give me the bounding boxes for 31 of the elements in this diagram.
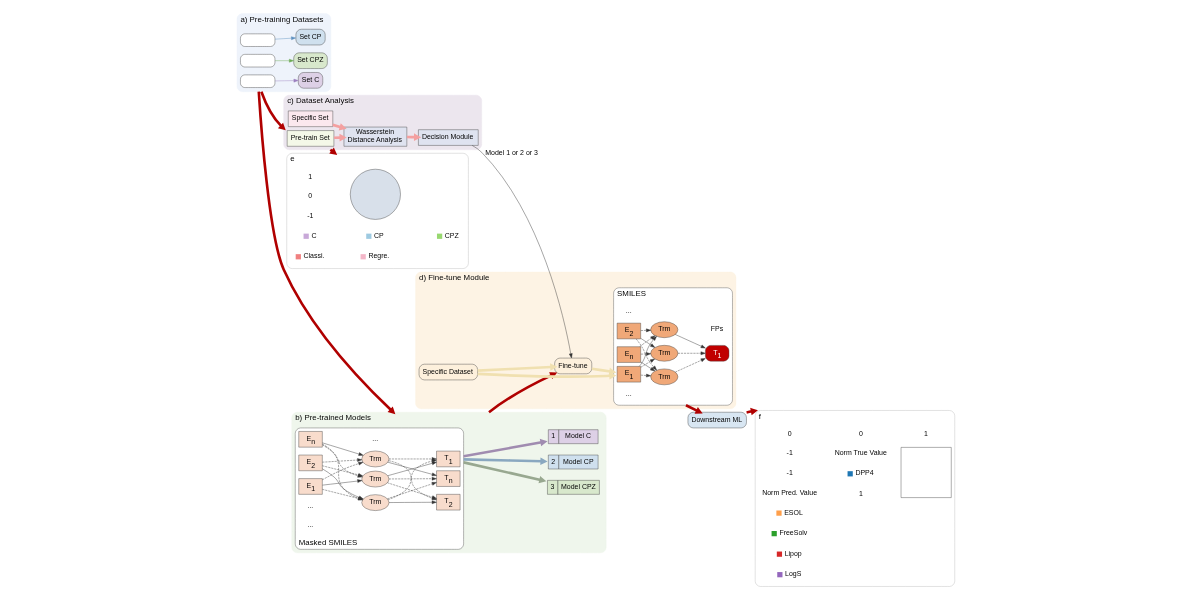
arrow [274, 36, 296, 40]
arrow [640, 373, 651, 378]
arrow [477, 363, 557, 372]
node-box [239, 33, 275, 47]
arrow [674, 358, 706, 373]
arrow [274, 78, 298, 83]
arrow [640, 352, 651, 356]
arrow [321, 442, 363, 456]
arrow [321, 479, 362, 486]
arrow [640, 328, 651, 333]
arrow [321, 458, 362, 463]
arrow [388, 500, 437, 505]
arrow [462, 438, 548, 458]
node-circle [349, 169, 401, 220]
arrow [677, 351, 705, 356]
arrow [462, 461, 546, 484]
arrow [463, 457, 548, 465]
node-box [900, 447, 951, 498]
arrow [591, 367, 616, 376]
arrow [640, 358, 655, 368]
arrow [471, 145, 572, 359]
arrow [259, 91, 286, 131]
arrow [477, 372, 616, 380]
arrow [640, 361, 655, 372]
node-box [239, 74, 275, 88]
arrow [274, 58, 294, 63]
node-box [239, 54, 275, 68]
arrow [256, 91, 395, 415]
arrow [487, 372, 557, 414]
arrow [388, 476, 437, 481]
arrow [674, 334, 706, 349]
